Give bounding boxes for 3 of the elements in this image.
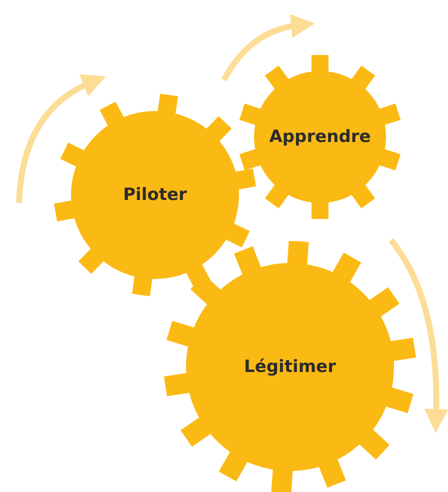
gear-label: Légitimer — [244, 357, 336, 377]
gear-label: Piloter — [123, 185, 187, 205]
gear-label: Apprendre — [269, 127, 371, 147]
